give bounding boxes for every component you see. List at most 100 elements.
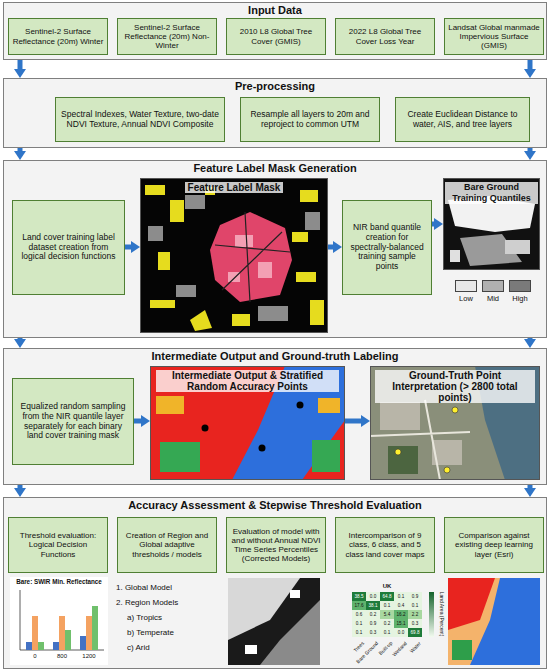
legend-text: Low (452, 294, 480, 303)
flow-arrow (528, 338, 533, 341)
heatmap-value: 0.2 (380, 619, 394, 628)
flow-arrow (345, 419, 363, 424)
process-box: NIR band quantile creation for spectrall… (342, 200, 432, 295)
satellite-image (370, 366, 540, 480)
process-box: 2022 L8 Global Tree Cover Loss Year (335, 18, 435, 55)
heatmap-value: 16.2 (394, 610, 408, 619)
flow-arrow (18, 60, 23, 71)
axis-tick: 0 (23, 652, 47, 660)
process-box: Spectral Indexes, Water Texture, two-dat… (55, 97, 225, 142)
image-label: Bare Ground Training Quantiles (445, 182, 538, 204)
heatmap-value: 0.0 (394, 628, 408, 637)
heatmap-title: UK (352, 582, 422, 590)
process-box: Creation of Region and Global adaptive t… (117, 517, 217, 573)
flow-arrow (18, 485, 23, 490)
legend-text: Mid (479, 294, 507, 303)
process-box: Intercomparison of 9 class, 6 class, and… (335, 517, 435, 573)
section-band: Pre-processingSpectral Indexes, Water Te… (3, 78, 547, 148)
axis-tick: 800 (50, 652, 74, 660)
heatmap-value: 17.6 (352, 601, 366, 610)
image-panel: Intermediate Output & Stratified Random … (150, 366, 345, 480)
section-heading: Feature Label Mask Generation (4, 162, 546, 175)
section-band: Input DataSentinel-2 Surface Reflectance… (3, 2, 547, 60)
box-text: Land cover training label dataset creati… (16, 233, 121, 262)
legend-swatch (509, 280, 531, 292)
box-text: Sentinel-2 Surface Reflectance (20m) Win… (12, 27, 104, 45)
heatmap-value: 0.1 (352, 628, 366, 637)
axis-label: Water (408, 639, 423, 654)
process-box: 2010 L8 Global Tree Cover (GMIS) (226, 18, 326, 55)
image-label: Ground-Truth Point Interpretation (> 280… (375, 370, 536, 403)
flow-arrow (125, 245, 133, 250)
list-item: 2. Region Models (116, 598, 216, 608)
process-box: Comparison against existing deep learnin… (444, 517, 544, 573)
image-panel: Bare Ground Training Quantiles (443, 178, 540, 270)
legend-swatch (455, 280, 477, 292)
heatmap-value: 38.5 (352, 592, 366, 601)
process-box: Sentinel-2 Surface Reflectance (20m) Non… (117, 18, 217, 55)
intermediate-map (150, 366, 345, 480)
heatmap-value: 15.1 (394, 619, 408, 628)
flow-arrow (18, 148, 23, 153)
heatmap-value: 0.6 (352, 610, 366, 619)
heatmap-value: 0.1 (380, 601, 394, 610)
axis-tick: 1200 (77, 652, 101, 660)
flow-arrow (432, 222, 436, 227)
heatmap-value: 0.1 (408, 601, 422, 610)
box-text: Intercomparison of 9 class, 6 class, and… (339, 531, 431, 559)
process-box: Equalized random sampling from the NIR q… (12, 378, 134, 465)
heatmap-value: 0.1 (380, 628, 394, 637)
legend-text: High (506, 294, 534, 303)
box-text: 2010 L8 Global Tree Cover (GMIS) (230, 27, 322, 45)
box-text: Threshold evaluation: Logical Decision F… (12, 531, 104, 559)
process-box: Sentinel-2 Surface Reflectance (20m) Win… (8, 18, 108, 55)
image-panel: Ground-Truth Point Interpretation (> 280… (370, 366, 540, 480)
heatmap-value: 0.9 (366, 619, 380, 628)
bar-chart (10, 577, 108, 665)
process-box: Landsat Global manmade Impervious Surfac… (444, 18, 544, 55)
section-heading: Intermediate Output and Ground-truth Lab… (4, 350, 546, 363)
heatmap-value: 0.9 (408, 592, 422, 601)
feature-mask-map (140, 178, 328, 333)
heatmap-value: 0.3 (408, 619, 422, 628)
flow-arrow (528, 485, 533, 490)
box-text: Sentinel-2 Surface Reflectance (20m) Non… (121, 23, 213, 51)
corrected-model-image (228, 578, 320, 665)
section-heading: Input Data (4, 4, 546, 17)
box-text: Equalized random sampling from the NIR q… (16, 402, 130, 441)
box-text: 2022 L8 Global Tree Cover Loss Year (339, 27, 431, 45)
flow-arrow (528, 148, 533, 153)
box-text: Creation of Region and Global adaptive t… (121, 531, 213, 559)
box-text: Evaluation of model with and without Ann… (230, 527, 322, 564)
heatmap-value: 0.1 (352, 619, 366, 628)
box-text: NIR band quantile creation for spectrall… (346, 223, 428, 272)
process-box: Threshold evaluation: Logical Decision F… (8, 517, 108, 573)
image-label: Intermediate Output & Stratified Random … (156, 370, 340, 392)
heatmap-value: 69.8 (408, 628, 422, 637)
chart-title: Bare: SWIR Min. Reflectance (10, 578, 108, 586)
section-band: Feature Label Mask GenerationLand cover … (3, 160, 547, 338)
quantile-map (443, 178, 540, 270)
heatmap-value: 0.3 (366, 628, 380, 637)
box-text: Spectral Indexes, Water Texture, two-dat… (59, 110, 221, 130)
flow-arrow (134, 419, 143, 424)
list-item: c) Arid (127, 643, 227, 653)
flow-arrow (328, 245, 335, 250)
process-box: Create Euclidean Distance to water, AIS,… (395, 97, 530, 142)
legend-swatch (482, 280, 504, 292)
heatmap-value: 2.2 (408, 610, 422, 619)
section-band: Intermediate Output and Ground-truth Lab… (3, 348, 547, 485)
heatmap-value: 0.4 (394, 601, 408, 610)
heatmap-value: 0.0 (366, 592, 380, 601)
heatmap-value: 0.2 (366, 610, 380, 619)
list-item: 1. Global Model (116, 583, 216, 593)
box-text: Create Euclidean Distance to water, AIS,… (399, 110, 526, 130)
image-panel: Feature Label Mask (140, 178, 328, 333)
list-item: a) Tropics (127, 613, 227, 623)
box-text: Landsat Global manmade Impervious Surfac… (448, 23, 540, 51)
box-text: Resample all layers to 20m and reproject… (244, 110, 376, 130)
process-box: Resample all layers to 20m and reproject… (240, 97, 380, 142)
heatmap-value: 38.1 (366, 601, 380, 610)
esri-map (448, 578, 540, 665)
